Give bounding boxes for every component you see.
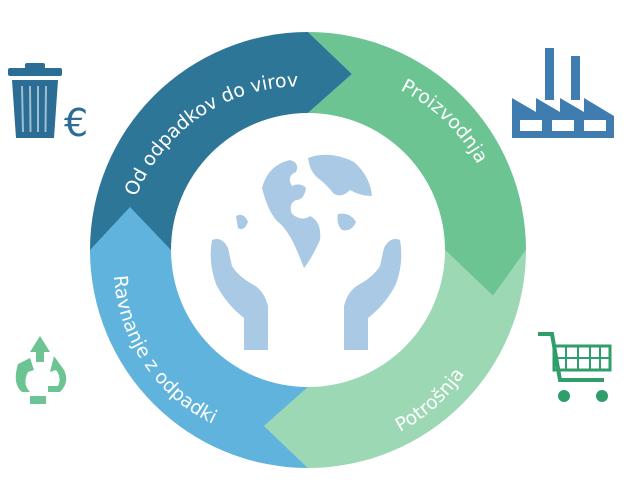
cart-wheel <box>596 390 608 402</box>
continent-shape <box>308 154 372 196</box>
continent-shape <box>337 213 356 231</box>
globe-in-hands-icon <box>210 140 402 350</box>
trash-bin-icon: € <box>8 63 88 145</box>
chimney-left <box>545 48 554 100</box>
factory-icon <box>512 48 614 138</box>
euro-symbol: € <box>64 101 88 145</box>
segment-potrosnja <box>264 250 526 468</box>
continent-shape <box>236 214 248 230</box>
segment-od-odpadkov-do-virov <box>90 32 352 250</box>
bin-handle <box>25 63 45 69</box>
recycle-arrow <box>48 356 67 392</box>
recycle-arrow <box>15 358 34 392</box>
shopping-cart-icon <box>538 332 612 402</box>
segment-ravnanje-z-odpadki <box>90 207 308 468</box>
bin-lid <box>8 68 62 76</box>
right-hand-shape <box>344 239 402 350</box>
window <box>552 120 574 131</box>
continent-shape <box>262 160 321 268</box>
recycle-arrow <box>30 396 46 404</box>
cart-wheel <box>558 390 570 402</box>
window <box>584 120 606 131</box>
recycle-icon <box>15 336 67 404</box>
left-hand-shape <box>210 239 268 350</box>
cycle-ring <box>90 32 526 468</box>
bin-body <box>12 80 58 138</box>
window <box>520 120 542 131</box>
segment-proizvodnja <box>308 32 526 296</box>
recycle-arrow <box>30 336 50 362</box>
chimney-right <box>571 56 580 100</box>
factory-building <box>512 98 614 138</box>
